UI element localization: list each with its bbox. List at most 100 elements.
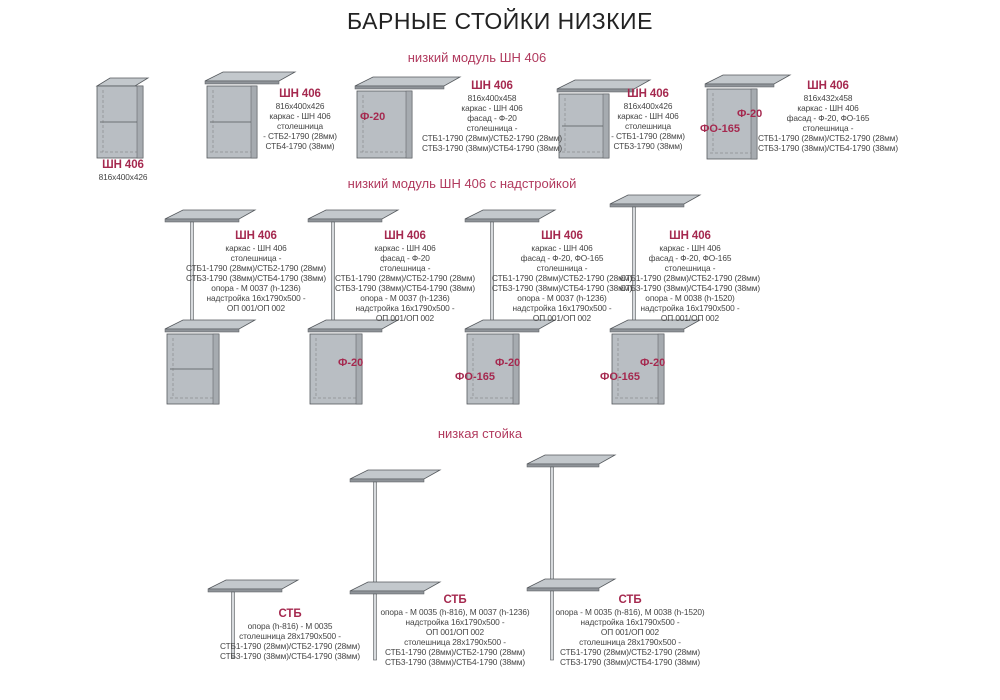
- spec-line: столешница 28x1790x500 -: [579, 637, 681, 647]
- spec-line: опора - М 0037 (h-1236): [517, 293, 607, 303]
- spec-line: столешница: [277, 121, 323, 131]
- product-name: СТБ: [443, 594, 467, 606]
- countertop-edge: [609, 203, 685, 208]
- spec-line: 816x400x426: [98, 172, 148, 182]
- spec-line: СТБ1-1790 (28мм)/СТБ2-1790 (28мм): [491, 273, 633, 283]
- countertop-edge: [349, 478, 425, 483]
- countertop: [164, 209, 257, 220]
- spec-line: СТБ4-1790 (38мм): [265, 141, 335, 151]
- spec-line: - СТБ1-1790 (28мм): [611, 131, 685, 141]
- facade-label-f20: Ф-20: [640, 357, 665, 369]
- spec-line: столешница -: [230, 253, 282, 263]
- product-name: ШН 406: [102, 159, 144, 171]
- spec-line: 816x400x458: [467, 93, 517, 103]
- product-name: СТБ: [278, 608, 302, 620]
- spec-line: столешница: [625, 121, 671, 131]
- product-name: ШН 406: [807, 80, 849, 92]
- spec-line: столешница -: [664, 263, 716, 273]
- cabinet-side: [250, 85, 258, 159]
- facade-label-fo165: ФО-165: [600, 371, 640, 383]
- spec-line: каркас - ШН 406: [531, 243, 593, 253]
- support-leg: [550, 466, 554, 583]
- product-name: ШН 406: [279, 88, 321, 100]
- spec-line: СТБ3-1790 (38мм)/СТБ4-1790 (38мм): [757, 143, 899, 153]
- spec-line: столешница 28x1790x500 -: [404, 637, 506, 647]
- countertop-edge: [464, 328, 540, 333]
- cabinet-body: [706, 88, 758, 160]
- spec-line: фасад - Ф-20: [467, 113, 517, 123]
- product-name: ШН 406: [627, 88, 669, 100]
- spec-line: надстройка 16x1790x500 -: [512, 303, 612, 313]
- support-leg: [550, 590, 554, 661]
- spec-line: опора - М 0035 (h-816), М 0037 (h-1236): [380, 607, 530, 617]
- spec-line: опора - М 0038 (h-1520): [645, 293, 735, 303]
- countertop-edge: [207, 588, 283, 593]
- spec-line: ОП 001/ОП 002: [532, 313, 592, 323]
- spec-line: надстройка 16x1790x500 -: [206, 293, 306, 303]
- cabinet-side: [355, 333, 363, 405]
- spec-line: надстройка 16x1790x500 -: [640, 303, 740, 313]
- product-name: ШН 406: [384, 230, 426, 242]
- spec-line: СТБ1-1790 (28мм)/СТБ2-1790 (28мм): [619, 273, 761, 283]
- product-name: СТБ: [618, 594, 642, 606]
- cabinet-side: [657, 333, 665, 405]
- countertop: [204, 71, 297, 82]
- spec-line: СТБ1-1790 (28мм)/СТБ2-1790 (28мм): [384, 647, 526, 657]
- countertop-edge: [704, 83, 775, 88]
- product-name: ШН 406: [669, 230, 711, 242]
- countertop: [526, 454, 617, 465]
- countertop-edge: [307, 328, 383, 333]
- facade-label-f20: Ф-20: [495, 357, 520, 369]
- product-name: ШН 406: [235, 230, 277, 242]
- spec-line: 816x400x426: [275, 101, 325, 111]
- countertop: [164, 319, 257, 330]
- countertop-edge: [349, 590, 425, 595]
- spec-line: ОП 001/ОП 002: [600, 627, 660, 637]
- cabinet-side: [212, 333, 220, 405]
- spec-line: опора - М 0037 (h-1236): [360, 293, 450, 303]
- facade-label-fo165: ФО-165: [455, 371, 495, 383]
- facade-label-f20: Ф-20: [338, 357, 363, 369]
- spec-line: СТБ3-1790 (38мм)/СТБ4-1790 (38мм): [491, 283, 633, 293]
- spec-line: фасад - Ф-20, ФО-165: [648, 253, 732, 263]
- spec-line: 816x432x458: [803, 93, 853, 103]
- section-heading-low-module: низкий модуль ШН 406: [407, 50, 547, 65]
- cabinet-body: [466, 333, 520, 405]
- spec-line: столешница -: [536, 263, 588, 273]
- countertop-edge: [164, 218, 240, 223]
- countertop-edge: [609, 328, 685, 333]
- cabinet-side: [602, 93, 610, 159]
- countertop: [526, 578, 617, 589]
- spec-line: СТБ3-1790 (38мм)/СТБ4-1790 (38мм): [619, 283, 761, 293]
- spec-line: СТБ3-1790 (38мм)/СТБ4-1790 (38мм): [384, 657, 526, 667]
- cabinet-side: [405, 90, 413, 159]
- cabinet-body: [309, 333, 363, 405]
- countertop-edge: [526, 587, 600, 592]
- spec-line: надстройка 16x1790x500 -: [355, 303, 455, 313]
- spec-line: СТБ1-1790 (28мм)/СТБ2-1790 (28мм): [421, 133, 563, 143]
- spec-line: каркас - ШН 406: [461, 103, 523, 113]
- cabinet-side: [136, 85, 144, 159]
- spec-line: СТБ3-1790 (38мм)/СТБ4-1790 (38мм): [219, 651, 361, 661]
- facade-label-f20: Ф-20: [737, 108, 762, 120]
- spec-line: СТБ3-1790 (38мм): [613, 141, 683, 151]
- spec-line: СТБ3-1790 (38мм)/СТБ4-1790 (38мм): [334, 283, 476, 293]
- spec-line: фасад - Ф-20, ФО-165: [520, 253, 604, 263]
- cabinet-side: [512, 333, 520, 405]
- spec-line: СТБ1-1790 (28мм)/СТБ2-1790 (28мм): [559, 647, 701, 657]
- spec-line: опора - М 0035 (h-816), М 0038 (h-1520): [555, 607, 705, 617]
- spec-line: СТБ3-1790 (38мм)/СТБ4-1790 (38мм): [559, 657, 701, 667]
- countertop-edge: [204, 80, 280, 85]
- countertop-edge: [307, 218, 383, 223]
- facade-label-f20: Ф-20: [360, 111, 385, 123]
- spec-line: - СТБ2-1790 (28мм): [263, 131, 337, 141]
- spec-line: столешница -: [379, 263, 431, 273]
